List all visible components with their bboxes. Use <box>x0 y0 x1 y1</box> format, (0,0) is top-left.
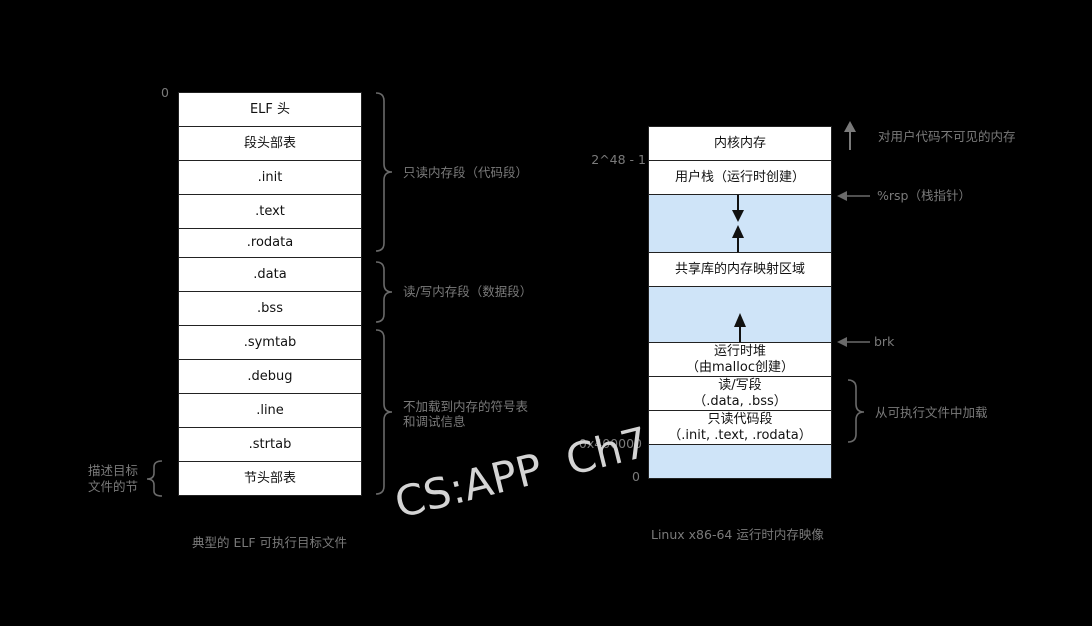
elf-group-not-loaded-label-1: 不加载到内存的符号表 <box>403 399 529 414</box>
elf-section-init: .init <box>178 160 362 195</box>
arrow-brk-icon <box>837 337 870 347</box>
mem-rsp-note: %rsp（栈指针） <box>877 188 971 203</box>
elf-group-readonly-label: 只读内存段（代码段） <box>403 165 529 180</box>
brace-loaded <box>847 379 865 443</box>
brace-readwrite <box>375 261 393 323</box>
elf-section-line: .line <box>178 393 362 428</box>
elf-section-text: .text <box>178 194 362 229</box>
mem-unused-low-region <box>648 444 832 479</box>
elf-section-bss: .bss <box>178 291 362 326</box>
mem-free-region-upper <box>648 194 832 253</box>
mem-addr-top: 2^48 - 1 <box>591 152 646 167</box>
mem-ro-segment: 只读代码段 （.init, .text, .rodata） <box>648 410 832 445</box>
arrow-mmap-up-icon <box>732 225 744 252</box>
mem-heap-line2: （由malloc创建） <box>686 359 794 375</box>
mem-user-stack: 用户栈（运行时创建） <box>648 160 832 195</box>
mem-ro-line1: 只读代码段 <box>707 411 773 427</box>
elf-section-symtab: .symtab <box>178 325 362 360</box>
arrow-rsp-icon <box>837 191 870 201</box>
mem-loaded-note: 从可执行文件中加载 <box>875 405 988 420</box>
arrow-heap-up-icon <box>734 313 746 342</box>
elf-offset-zero: 0 <box>161 85 169 100</box>
mem-addr-zero: 0 <box>632 469 640 484</box>
elf-section-elf-header: ELF 头 <box>178 92 362 127</box>
elf-caption: 典型的 ELF 可执行目标文件 <box>192 535 347 550</box>
mem-rw-segment: 读/写段 （.data, .bss） <box>648 376 832 411</box>
mem-addr-400000: 0x400000 <box>578 436 642 451</box>
mem-kernel: 内核内存 <box>648 126 832 161</box>
mem-rw-line2: （.data, .bss） <box>693 393 787 409</box>
mem-heap: 运行时堆 （由malloc创建） <box>648 342 832 377</box>
elf-group-not-loaded-label-2: 和调试信息 <box>403 414 466 429</box>
elf-section-rodata: .rodata <box>178 228 362 258</box>
brace-not-loaded <box>375 329 393 495</box>
elf-desc-label-1: 描述目标 <box>88 463 139 478</box>
mem-caption: Linux x86-64 运行时内存映像 <box>651 527 824 542</box>
arrow-up-invisible-icon <box>844 121 856 150</box>
mem-rw-line1: 读/写段 <box>718 377 762 393</box>
elf-section-data: .data <box>178 257 362 292</box>
elf-desc-label-2: 文件的节 <box>88 479 139 494</box>
brace-desc <box>146 460 163 497</box>
elf-section-section-header-table: 节头部表 <box>178 461 362 496</box>
brace-readonly <box>375 92 393 252</box>
mem-brk-note: brk <box>874 334 895 349</box>
arrow-stack-down-icon <box>732 195 744 222</box>
mem-invisible-note: 对用户代码不可见的内存 <box>878 129 1016 144</box>
elf-group-readwrite-label: 读/写内存段（数据段） <box>403 284 533 299</box>
mem-ro-line2: （.init, .text, .rodata） <box>668 427 812 443</box>
mem-heap-line1: 运行时堆 <box>713 343 766 359</box>
